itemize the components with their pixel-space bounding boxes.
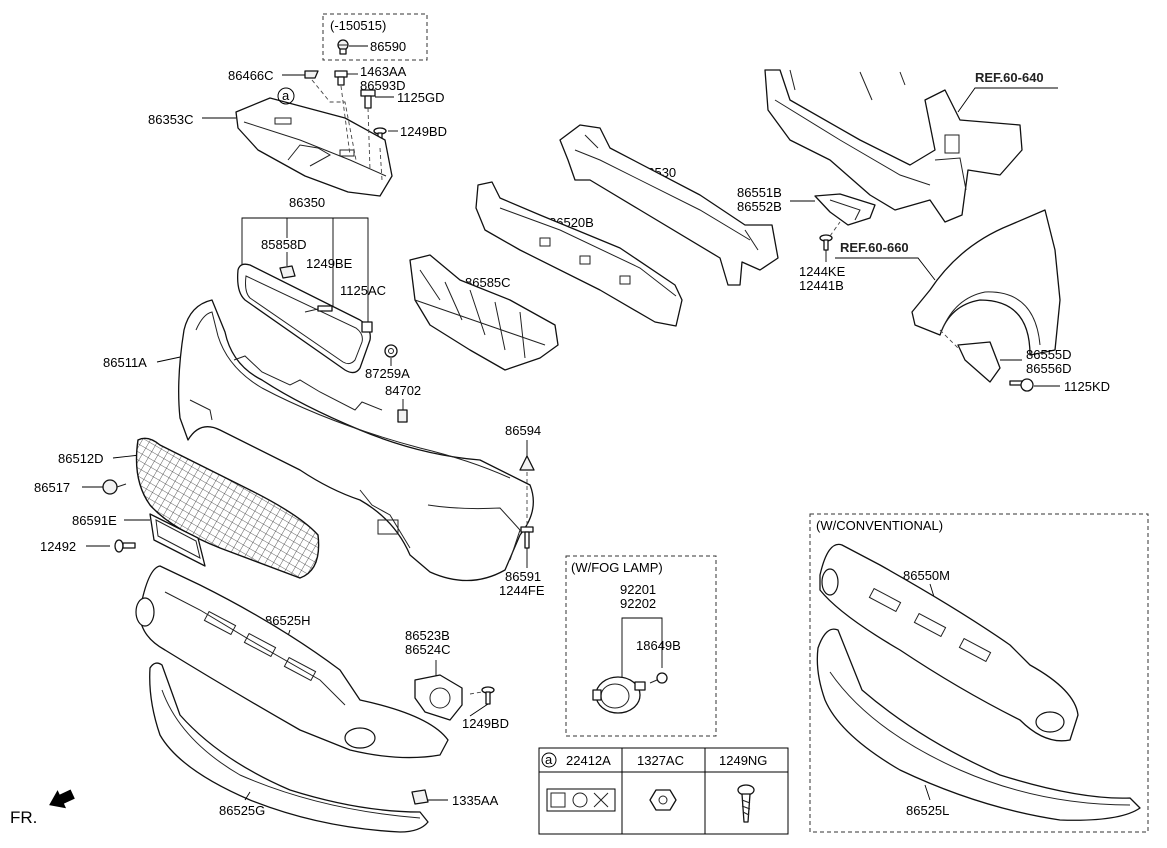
nut-1335AA: [411, 789, 429, 805]
label-92202: 92202: [620, 596, 656, 611]
front-direction-label: FR.: [10, 808, 37, 827]
screw-1244KE: [819, 234, 833, 251]
label-86350: 86350: [289, 195, 325, 210]
nut-1125AC: [361, 321, 373, 333]
label-1125KD: 1125KD: [1064, 379, 1110, 394]
pad-86466C: [304, 70, 319, 79]
label-1335AA: 1335AA: [452, 793, 499, 808]
label-1244FE: 1244FE: [499, 583, 545, 598]
label-86556D: 86556D: [1026, 361, 1072, 376]
bolt-1125KD: [1009, 378, 1034, 392]
callout-a: [277, 87, 295, 105]
lower-cover-86525H: [135, 565, 449, 759]
clip-86517: [102, 479, 127, 495]
fender-ref-60-660: [911, 209, 1061, 356]
label-86525G: 86525G: [219, 803, 265, 818]
label-86353C: 86353C: [148, 112, 194, 127]
label-plate-84702: [397, 409, 408, 423]
bolt-1125GD: [360, 89, 376, 109]
label-150515: (-150515): [330, 18, 386, 33]
label-86555D: 86555D: [1026, 347, 1072, 362]
fog-lamp-title: (W/FOG LAMP): [571, 560, 663, 575]
fog-cover-86523B: [414, 674, 463, 721]
label-1244KE: 1244KE: [799, 264, 846, 279]
lower-cover-86550M: [819, 543, 1079, 742]
grille-molding-86350: [237, 263, 371, 374]
clip-86594: [519, 455, 535, 471]
label-86551B: 86551B: [737, 185, 782, 200]
label-86525H: 86525H: [265, 613, 311, 628]
label-1249BD-mid: 1249BD: [462, 716, 509, 731]
parts-table: a 22412A 1327AC 1249NG: [538, 747, 789, 835]
label-87259A: 87259A: [365, 366, 410, 381]
label-86591: 86591: [505, 569, 541, 584]
label-12441B: 12441B: [799, 278, 844, 293]
label-86591E: 86591E: [72, 513, 117, 528]
label-ref-60-660: REF.60-660: [840, 240, 909, 255]
table-header-1327AC: 1327AC: [637, 753, 684, 768]
label-86552B: 86552B: [737, 199, 782, 214]
front-end-module-ref-60-640: [764, 69, 1023, 223]
bracket-86551B: [814, 193, 876, 226]
label-86523B: 86523B: [405, 628, 450, 643]
callout-a-text: a: [282, 88, 290, 103]
label-86466C: 86466C: [228, 68, 274, 83]
screw-1249BE: [304, 305, 333, 313]
label-86593D: 86593D: [360, 78, 406, 93]
absorber-86585C: [409, 254, 559, 371]
screw-12492: [114, 539, 136, 553]
conventional-box: [809, 513, 1149, 833]
label-86594: 86594: [505, 423, 541, 438]
lower-molding-86525G: [149, 662, 429, 833]
fog-lamp-box: [565, 555, 717, 737]
front-arrow-icon: [49, 789, 75, 809]
label-86517: 86517: [34, 480, 70, 495]
label-1125AC: 1125AC: [340, 283, 386, 298]
label-18649B: 18649B: [636, 638, 681, 653]
label-1249BD-top: 1249BD: [400, 124, 447, 139]
label-86511A: 86511A: [103, 355, 147, 370]
warning-label-icon: [546, 788, 616, 812]
upper-cover-86353C: [235, 97, 393, 197]
screw-1249BD-mid: [481, 686, 495, 705]
label-86590: 86590: [370, 39, 406, 54]
label-1463AA: 1463AA: [360, 64, 407, 79]
table-header-22412A: 22412A: [566, 753, 611, 768]
bracket-86555D: [957, 341, 1001, 383]
label-85858D: 85858D: [261, 237, 307, 252]
label-84702: 84702: [385, 383, 421, 398]
label-1249BE: 1249BE: [306, 256, 353, 271]
label-86512D: 86512D: [58, 451, 104, 466]
screw-86591: [520, 526, 534, 549]
label-ref-60-640: REF.60-640: [975, 70, 1044, 85]
energy-absorber-86520B: [475, 181, 683, 327]
clip-1463AA: [334, 70, 348, 86]
flange-nut-icon: [649, 789, 677, 811]
back-beam-86530: [559, 124, 779, 286]
label-86525L: 86525L: [906, 803, 949, 818]
table-marker: a: [545, 752, 553, 767]
date-range-box: [322, 13, 428, 61]
label-12492: 12492: [40, 539, 76, 554]
label-86524C: 86524C: [405, 642, 451, 657]
tapping-screw-icon: [737, 784, 755, 823]
label-92201: 92201: [620, 582, 656, 597]
bumper-cover-86511A: [178, 299, 534, 582]
clip-86590: [337, 39, 349, 55]
screw-18649B: [649, 672, 668, 684]
label-86550M: 86550M: [903, 568, 950, 583]
conventional-title: (W/CONVENTIONAL): [816, 518, 943, 533]
fog-lamp-92201: [592, 676, 646, 714]
nut-87259A: [384, 344, 398, 358]
table-header-1249NG: 1249NG: [719, 753, 767, 768]
clip-85858D: [279, 265, 296, 279]
lower-molding-86525L: [816, 628, 1141, 821]
grille-86512D: [135, 437, 320, 579]
label-1125GD: 1125GD: [397, 90, 444, 105]
